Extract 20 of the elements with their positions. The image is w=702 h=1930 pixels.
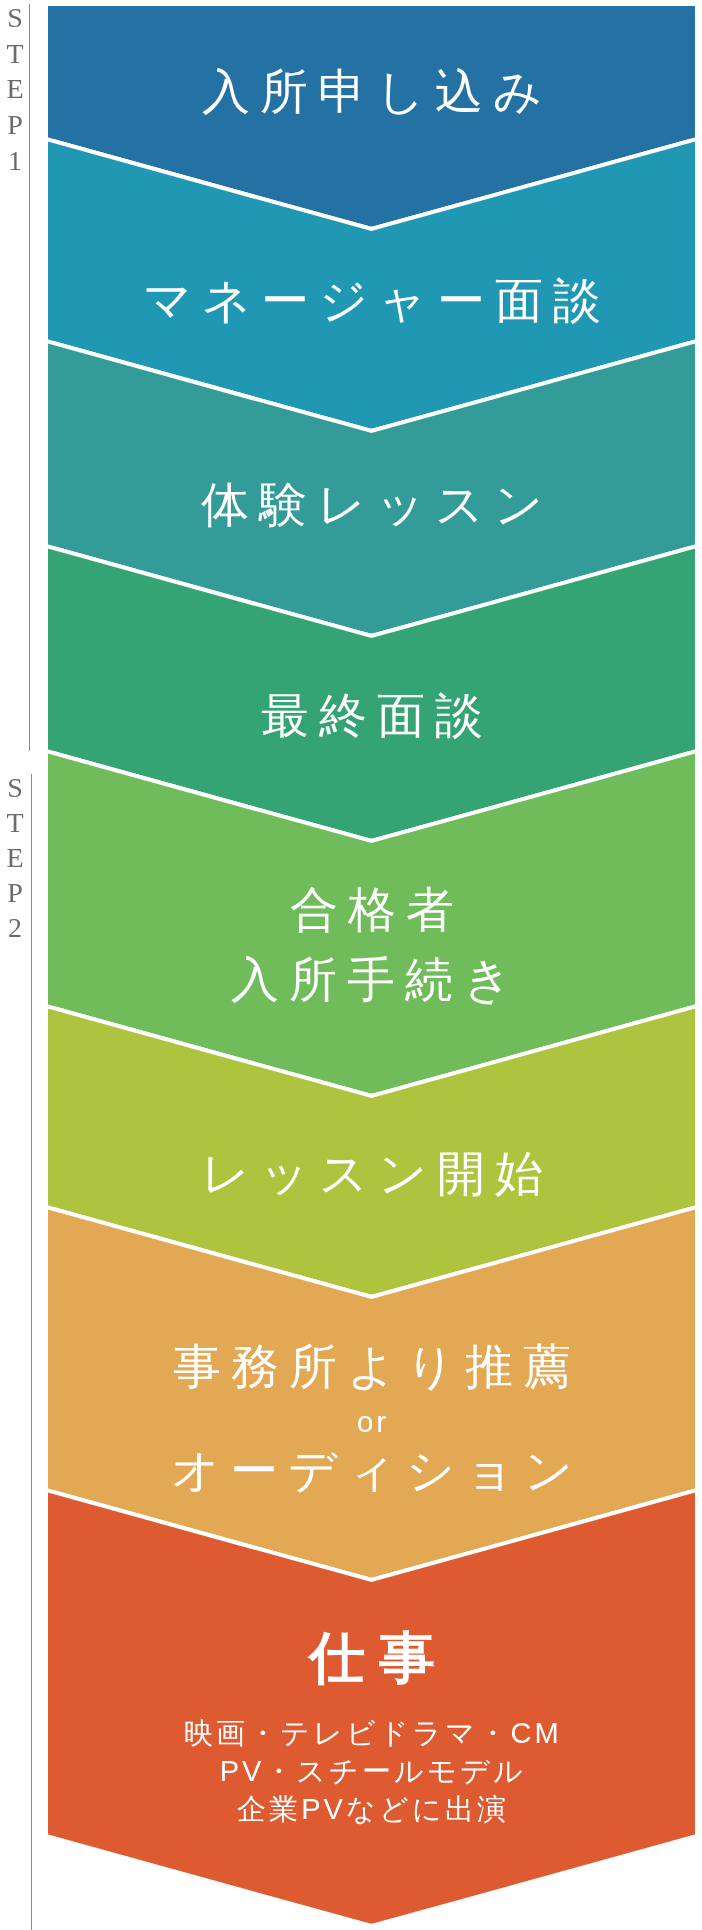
step-title: 事務所より推薦 (171, 1339, 581, 1395)
chevron-step (46, 751, 697, 1096)
step-title: 入所申し込み (200, 64, 552, 120)
step-title: 体験レッスン (199, 477, 553, 533)
chevron-step (46, 1207, 697, 1580)
step-title: レッスン開始 (199, 1146, 553, 1202)
chevron-step (46, 546, 697, 841)
step-title: オーディション (169, 1443, 583, 1499)
chevron-step (46, 139, 697, 431)
step-title: マネージャー面談 (141, 273, 611, 329)
chevron-step (46, 1006, 697, 1297)
step-title: 最終面談 (259, 688, 493, 744)
chevron-step (46, 4, 697, 229)
vertical-step-label: STEP2 (5, 770, 25, 946)
step-title: 合格者入所手続き (230, 882, 522, 1008)
conjunction-text: or (355, 1405, 390, 1439)
step-description: 映画・テレビドラマ・CMPV・スチールモデル企業PVなどに出演 (183, 1716, 562, 1827)
chevron-step (46, 341, 697, 636)
step-heading: 仕事 (306, 1628, 449, 1688)
vertical-step-label: STEP1 (5, 1, 25, 178)
